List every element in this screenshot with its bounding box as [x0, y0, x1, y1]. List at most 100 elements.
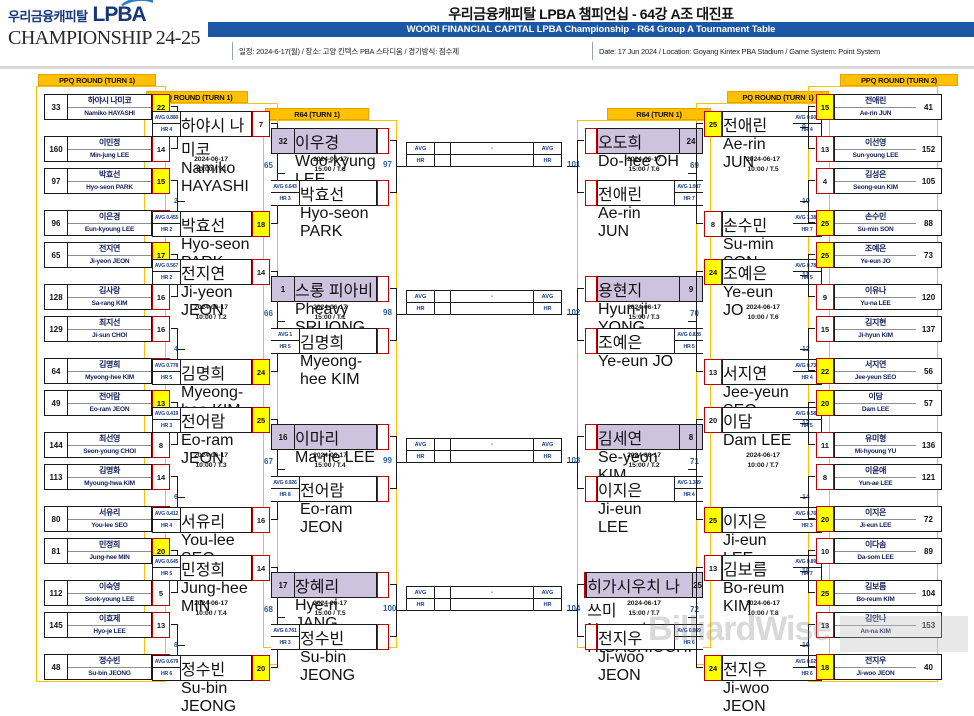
player-name-ko: 전지우 [598, 631, 643, 648]
page-title-en: WOORI FINANCIAL CAPITAL LPBA Championshi… [208, 22, 974, 37]
bracket-connector [809, 254, 815, 256]
player-hr: HR 2 [152, 272, 181, 285]
player-avg: AVG 1 [271, 328, 300, 341]
player-name-en: Ma-rie LEE [295, 449, 376, 466]
player-name-en: Su-bin JEONG [181, 680, 237, 715]
result-hr-label: HR [406, 598, 435, 611]
result-values: - [450, 290, 533, 315]
player-name-en: Ji-yeon JEON [181, 284, 233, 319]
player-name-ko: 김보름 [835, 581, 916, 594]
player-name-ko: 전애린 [835, 95, 916, 108]
player-avg: AVG 0.419 [152, 407, 181, 420]
bracket-connector [577, 584, 579, 637]
match-time: 10:00 / T.6 [747, 314, 779, 321]
bracket-connector [688, 173, 696, 175]
player-hr: HR 5 [152, 568, 181, 581]
bracket-connector [808, 254, 810, 297]
player-hr: HR 2 [152, 224, 181, 237]
player-seed: 17 [271, 572, 295, 598]
player-name-ko: 전애린 [723, 118, 768, 135]
bracket-connector [567, 610, 577, 612]
player-name-ko: 김명희 [68, 359, 151, 372]
match-date: 2024-06-17 [194, 452, 228, 459]
bracket-connector [697, 223, 703, 225]
player-hr: HR 6 [152, 668, 181, 681]
player-name-ko: 전어람 [68, 391, 151, 404]
event-meta-en: Date: 17 Jun 2024 / Location: Goyang Kin… [592, 42, 974, 60]
player-rank: 72 [916, 506, 942, 532]
player-score: 13 [704, 359, 722, 385]
bracket-connector [171, 476, 177, 478]
